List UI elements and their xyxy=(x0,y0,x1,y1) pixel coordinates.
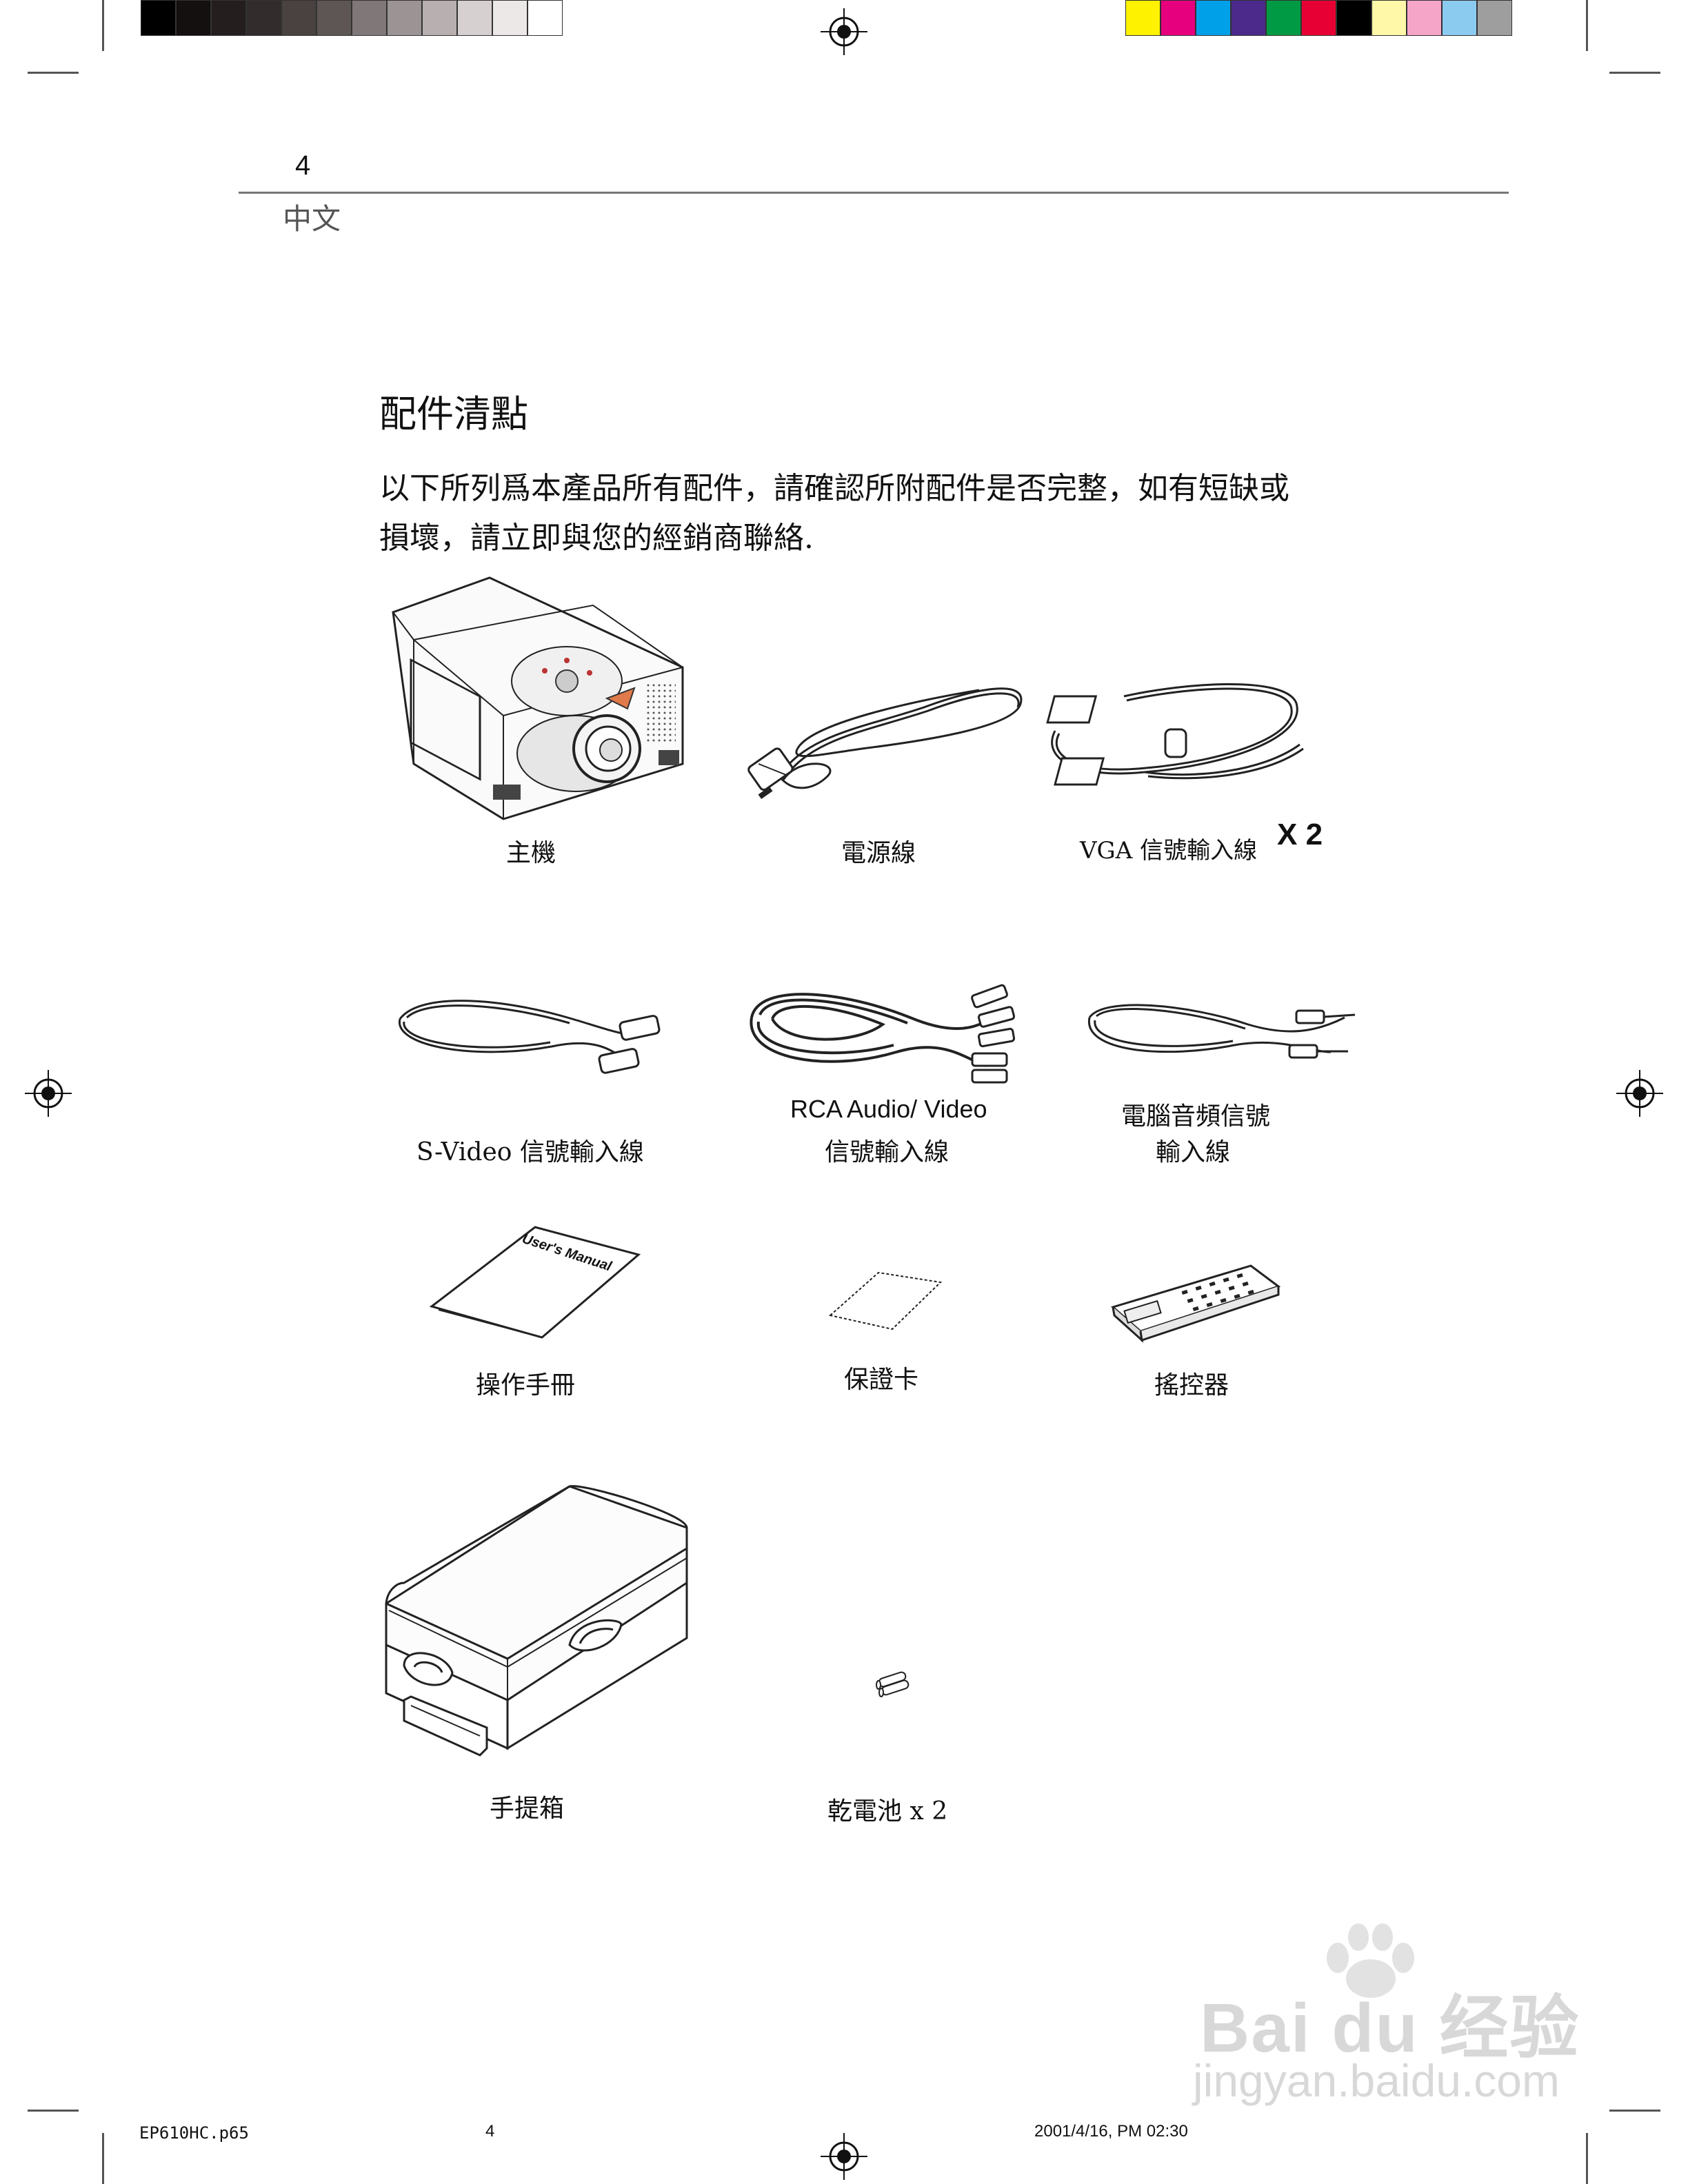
color-swatch xyxy=(281,0,316,36)
carry-case-illustration xyxy=(385,1485,688,1757)
registration-mark-icon xyxy=(1616,1070,1663,1117)
color-swatch xyxy=(1301,0,1336,36)
power-cord-label: 電源線 xyxy=(841,839,916,867)
section-title: 配件清點 xyxy=(379,392,528,436)
color-swatch xyxy=(1196,0,1231,36)
rca-label-line-1: RCA Audio/ Video xyxy=(790,1095,987,1123)
color-swatch xyxy=(1372,0,1407,36)
vga-cable-label: VGA 信號輸入線 xyxy=(1080,837,1258,865)
baidu-watermark-logo: Bai du 经验 xyxy=(1200,1990,1580,2067)
svideo-cable-label-text: S-Video 信號輸入線 xyxy=(416,1138,644,1166)
registration-mark-icon xyxy=(25,1070,72,1117)
color-swatch xyxy=(528,0,563,36)
footer-timestamp: 2001/4/16, PM 02:30 xyxy=(1034,2122,1188,2141)
footer-page-number: 4 xyxy=(485,2122,495,2141)
color-swatch xyxy=(176,0,211,36)
language-label: 中文 xyxy=(283,202,341,236)
registration-mark-icon xyxy=(821,2133,867,2180)
color-swatch xyxy=(1477,0,1512,36)
pc-audio-label-line-2: 輸入線 xyxy=(1156,1138,1231,1166)
page-number: 4 xyxy=(295,150,311,181)
rca-cable-illustration xyxy=(750,984,1016,1084)
batteries-illustration xyxy=(876,1671,910,1697)
intro-text-line-2: 損壞，請立即與您的經銷商聯絡. xyxy=(379,520,814,556)
remote-label: 搖控器 xyxy=(1154,1371,1229,1399)
color-swatch xyxy=(457,0,492,36)
warranty-label: 保證卡 xyxy=(844,1366,919,1394)
color-swatch xyxy=(1266,0,1301,36)
projector-label: 主機 xyxy=(506,839,556,867)
batteries-label: 乾電池 x 2 xyxy=(827,1797,948,1826)
color-swatch xyxy=(1125,0,1160,36)
projector-illustration xyxy=(392,576,684,820)
color-swatch xyxy=(211,0,246,36)
warranty-card-illustration xyxy=(828,1271,943,1331)
power-cord-illustration xyxy=(747,687,1023,800)
footer-file-name: EP610HC.p65 xyxy=(139,2123,249,2143)
registration-mark-icon xyxy=(821,8,867,55)
color-swatch xyxy=(1231,0,1266,36)
intro-text-line-1: 以下所列爲本產品所有配件，請確認所附配件是否完整，如有短缺或 xyxy=(379,471,1289,506)
header-rule xyxy=(239,192,1509,194)
users-manual-illustration: User's Manual xyxy=(429,1226,641,1339)
color-swatch xyxy=(1160,0,1196,36)
remote-control-illustration xyxy=(1110,1264,1281,1343)
color-swatch xyxy=(246,0,281,36)
rca-label-line-2: 信號輸入線 xyxy=(825,1138,950,1166)
color-swatch xyxy=(422,0,457,36)
vga-quantity: X 2 xyxy=(1277,818,1323,851)
svideo-cable-illustration xyxy=(399,1000,661,1074)
pc-audio-label-line-1: 電腦音頻信號 xyxy=(1121,1102,1271,1131)
color-swatch xyxy=(141,0,176,36)
carry-case-label: 手提箱 xyxy=(490,1794,565,1823)
color-swatch xyxy=(352,0,387,36)
color-swatch xyxy=(1442,0,1477,36)
vga-cable-illustration xyxy=(1046,683,1304,786)
color-swatch xyxy=(1407,0,1442,36)
manual-label: 操作手冊 xyxy=(476,1371,576,1399)
color-swatch xyxy=(492,0,528,36)
watermark-url: jingyan.baidu.com xyxy=(1193,2055,1560,2106)
color-swatch xyxy=(316,0,352,36)
svideo-cable-label: S-Video 信號輸入線 xyxy=(416,1132,644,1168)
color-swatch xyxy=(1336,0,1372,36)
color-swatch xyxy=(387,0,422,36)
pc-audio-cable-illustration xyxy=(1088,1004,1356,1059)
paw-print-icon xyxy=(1327,1923,1414,1998)
